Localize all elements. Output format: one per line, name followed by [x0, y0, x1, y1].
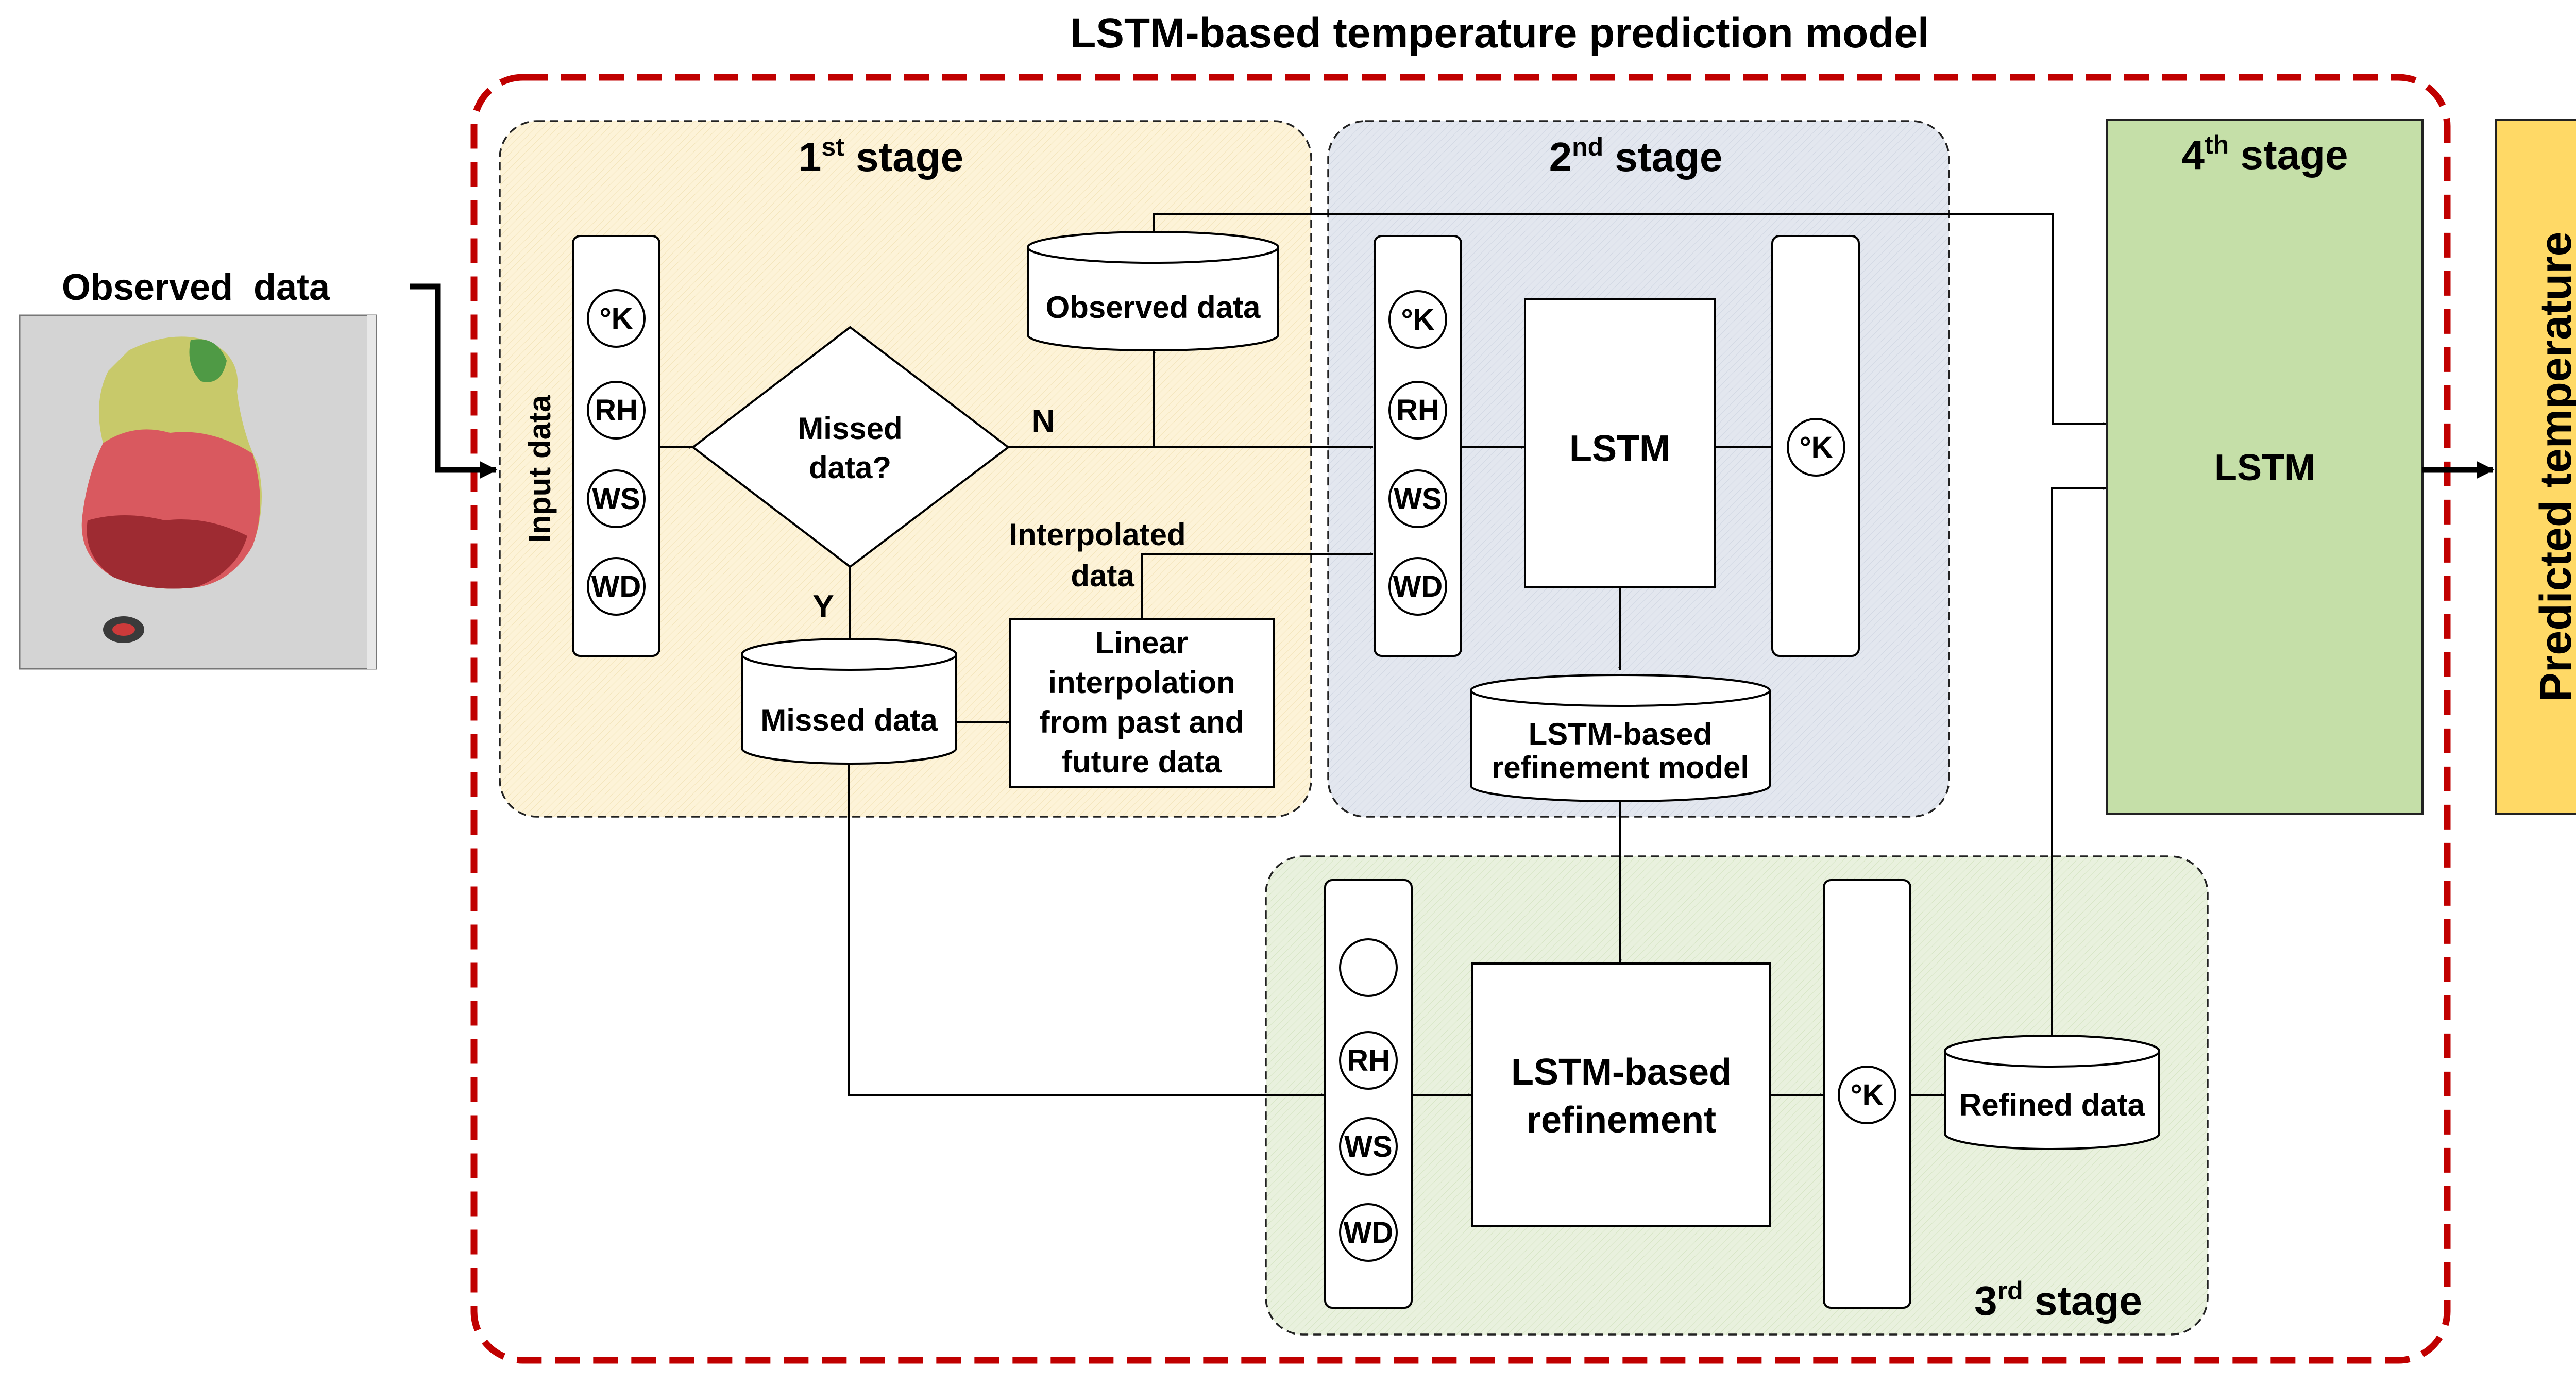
stage2-var-rh: RH — [1396, 394, 1439, 427]
stage2-output-label: °K — [1799, 431, 1833, 464]
missed-db-label: Missed data — [760, 703, 938, 737]
arrow-refined-to-stage4 — [2051, 487, 2107, 1036]
stage1-var-wd: WD — [591, 570, 641, 603]
stage2-var-ws: WS — [1394, 482, 1442, 516]
stage2-output-circle — [1787, 418, 1845, 477]
main-title: LSTM-based temperature prediction model — [1070, 10, 1929, 57]
interpolated-label-line1: Interpolated — [1009, 517, 1185, 552]
input-data-label: Input data — [522, 395, 557, 543]
stage3-variables: RH WS WD — [1339, 938, 1398, 1262]
arrow-observed-to-stage4 — [1153, 213, 2107, 425]
stage1-variable-column — [572, 235, 660, 657]
stage3-var-ws: WS — [1344, 1130, 1392, 1163]
stage1-var-rh: RH — [595, 394, 638, 427]
input-arrow — [410, 283, 498, 479]
stage4-lstm-label: LSTM — [2214, 447, 2315, 488]
refined-db-label: Refined data — [1959, 1088, 2145, 1122]
observed-map-image — [19, 314, 377, 670]
interp-line2: interpolation — [1048, 665, 1235, 700]
branch-yes-label: Y — [812, 589, 834, 624]
stage3-var-wd: WD — [1344, 1216, 1394, 1249]
stage4-title: 4th stage — [2182, 130, 2348, 178]
output-box — [2495, 119, 2576, 815]
observed-data-db: Observed data — [1027, 231, 1279, 351]
interpolated-label-line2: data — [1071, 559, 1134, 593]
stage1-var-ws: WS — [592, 482, 640, 516]
stage3-output-label: °K — [1850, 1078, 1884, 1112]
stage3-title: 3rd stage — [1974, 1276, 2142, 1324]
stage4-panel — [2106, 119, 2424, 815]
model-db-line1: LSTM-based — [1529, 717, 1713, 751]
stage2-lstm-label: LSTM — [1569, 428, 1670, 469]
stage2-var-wd: WD — [1393, 570, 1443, 603]
decision-line1: Missed — [798, 411, 902, 446]
stage1-var-temp: °K — [599, 302, 633, 335]
refinement-model-db: LSTM-based refinement model — [1470, 674, 1771, 802]
interp-line1: Linear — [1095, 626, 1188, 660]
interp-line3: from past and — [1040, 705, 1244, 739]
refinement-line1: LSTM-based — [1511, 1052, 1732, 1093]
refinement-line2: refinement — [1527, 1100, 1716, 1141]
branch-no-label: N — [1032, 403, 1055, 439]
stage2-variable-column — [1374, 235, 1462, 657]
observed-data-label: Observed data — [62, 267, 330, 308]
stage2-lstm-box — [1524, 298, 1716, 588]
stage3-output-circle — [1838, 1066, 1896, 1124]
stage2-variables: °K RH WS WD — [1388, 290, 1447, 616]
stage3-var-rh: RH — [1347, 1044, 1390, 1077]
observed-db-label: Observed data — [1046, 290, 1261, 325]
refinement-box — [1471, 962, 1771, 1227]
model-db-line2: refinement model — [1492, 750, 1749, 785]
interp-line4: future data — [1062, 745, 1222, 779]
predicted-temperature-label: Predicted temperature — [2531, 232, 2576, 702]
interpolation-box — [1009, 618, 1275, 788]
missed-data-db: Missed data — [741, 638, 957, 765]
arrow-interp-to-stage2 — [1141, 552, 1374, 619]
stage3-var-empty — [1339, 938, 1398, 997]
stage2-var-temp: °K — [1401, 303, 1434, 336]
arrow-missed-to-stage3 — [848, 764, 1325, 1096]
stage1-variables: °K RH WS WD — [587, 289, 646, 616]
stage1-title: 1st stage — [799, 132, 963, 180]
stage2-title: 2nd stage — [1549, 132, 1723, 180]
model-frame — [470, 74, 2451, 1364]
refined-data-db: Refined data — [1944, 1035, 2160, 1150]
decision-line2: data? — [809, 450, 891, 485]
